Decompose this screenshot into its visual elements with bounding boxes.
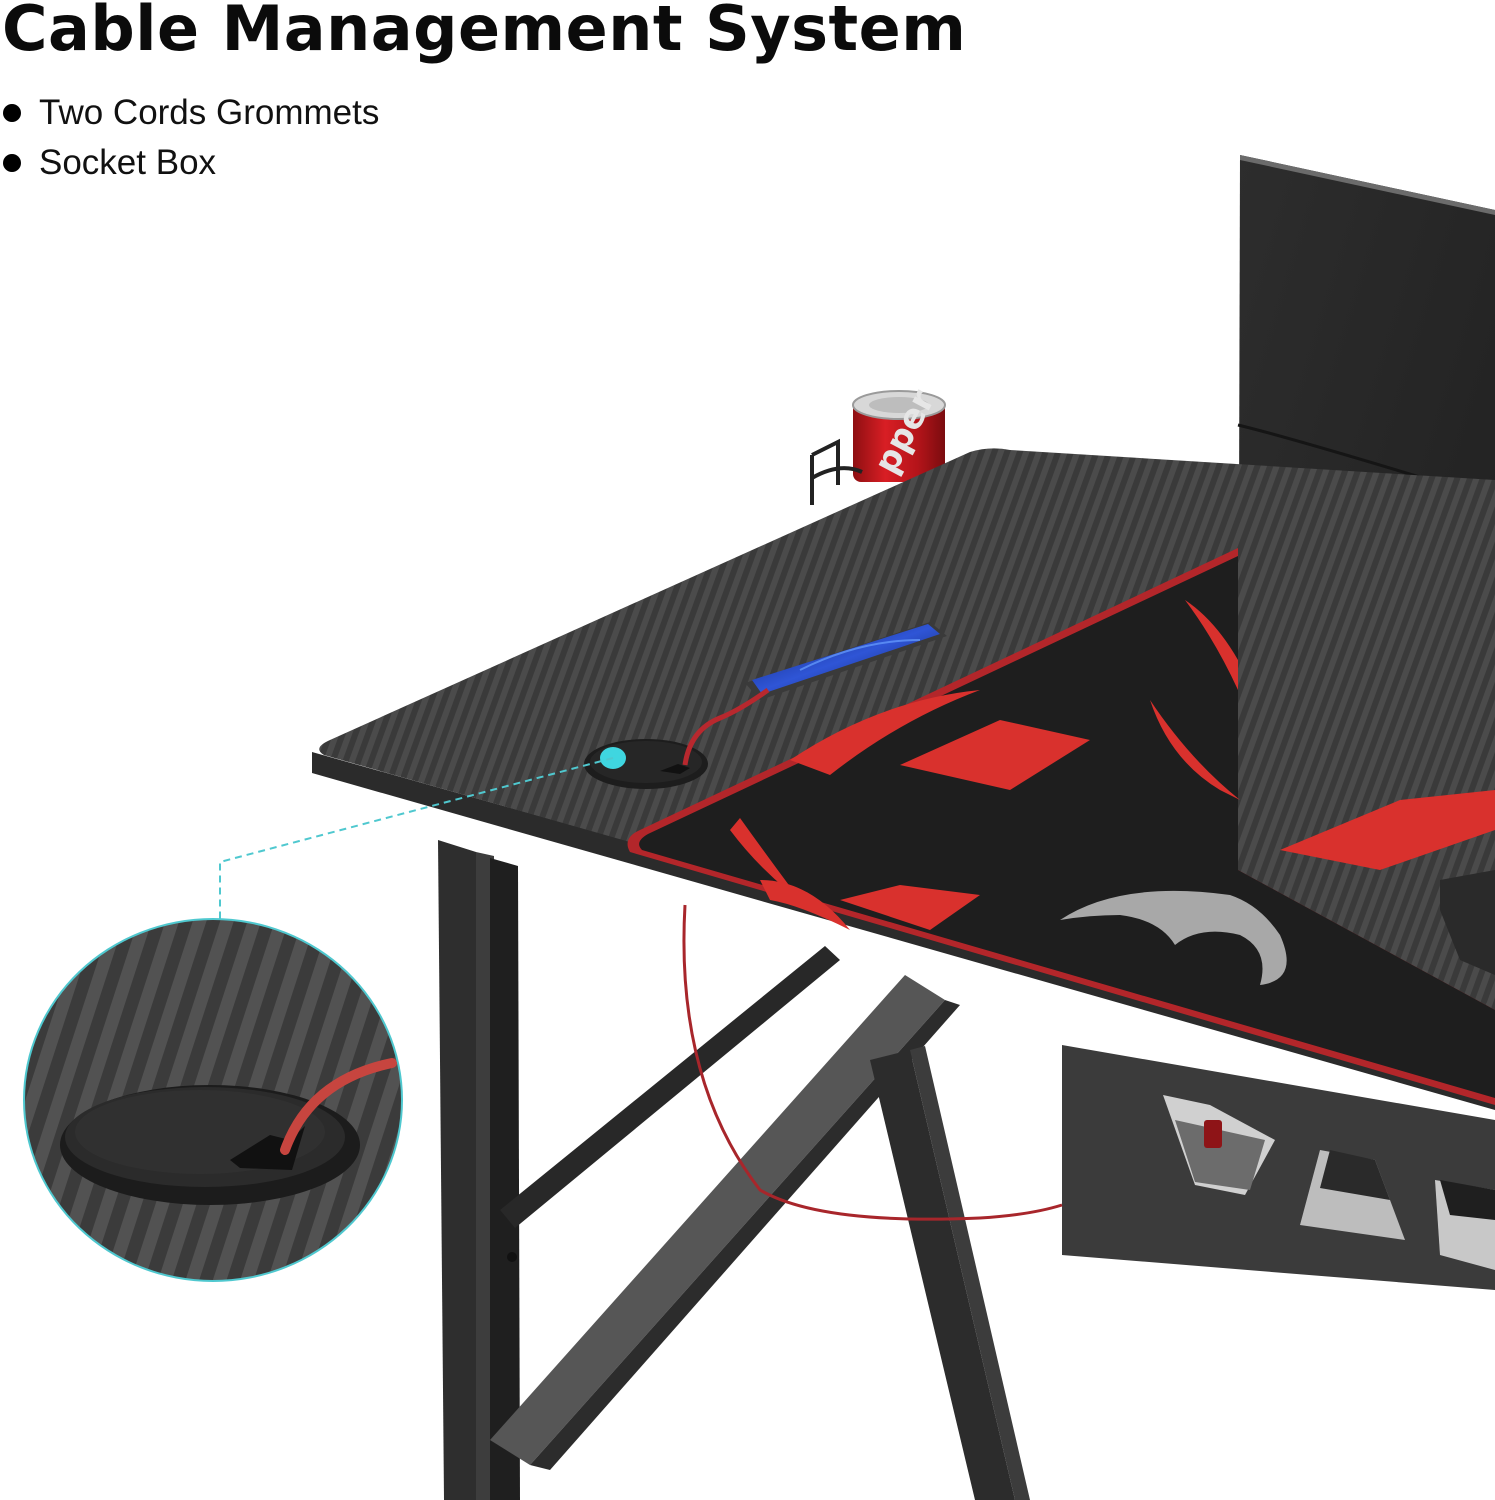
bullet-icon [3,154,21,172]
phone [745,622,947,700]
callout-line [219,757,614,920]
feature-list: Two Cords Grommets Socket Box [0,88,379,188]
desk-frame [438,840,1030,1500]
mousepad [627,548,1495,1105]
bullet-icon [3,104,21,122]
keyboard [1440,870,1495,975]
feature-item: Two Cords Grommets [0,88,379,138]
headline: Cable Management System [2,0,967,65]
cup-holder: pper [810,383,946,505]
feature-label: Two Cords Grommets [39,93,380,132]
socket-box [1062,1045,1495,1290]
feature-label: Socket Box [39,143,217,182]
feature-item: Socket Box [0,138,379,188]
grommet-closeup [23,918,403,1282]
plug-icon [1204,1120,1222,1148]
cable-loop [682,904,1063,1221]
cable-top [682,687,770,766]
